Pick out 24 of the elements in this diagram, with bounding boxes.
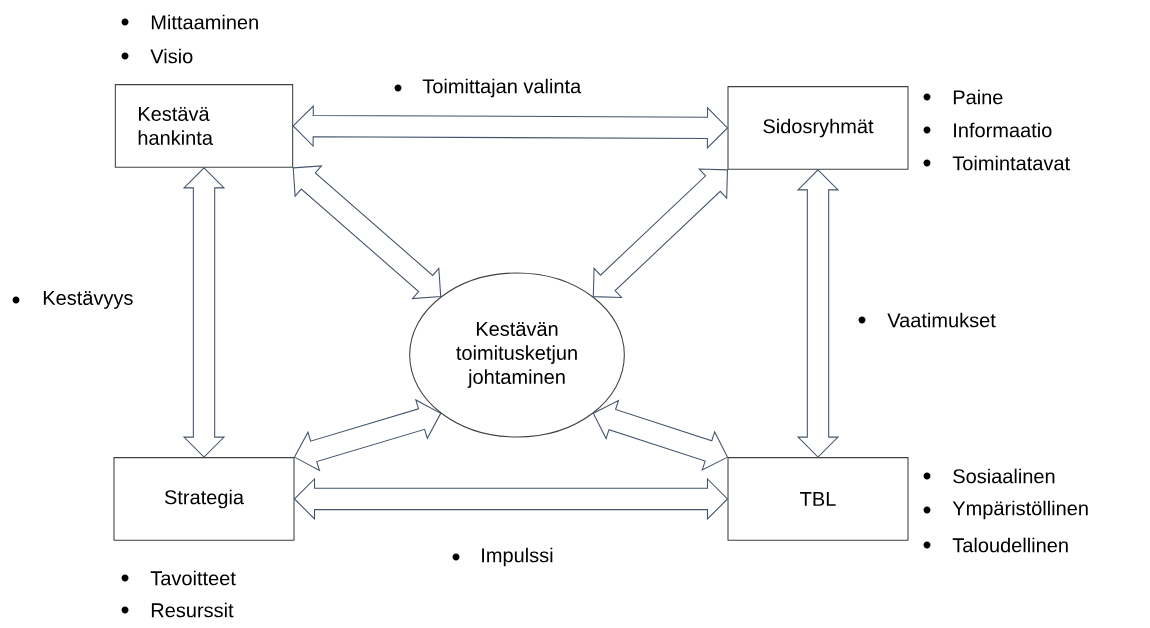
process-box: Sidosryhmät xyxy=(727,86,909,170)
edge-label: Vaatimukset xyxy=(858,312,996,328)
bullet-text: Taloudellinen xyxy=(923,537,1068,553)
edge-label: Impulssi xyxy=(452,547,553,567)
block-arrow xyxy=(182,167,226,458)
bullet-text: Visio xyxy=(121,48,193,64)
process-box: TBL xyxy=(727,457,909,541)
block-arrow xyxy=(292,165,442,300)
bullet-text: Tavoitteet xyxy=(121,570,236,586)
block-arrow xyxy=(592,168,728,298)
bullet-text: Paine xyxy=(923,89,1003,105)
bullet-text: Mittaaminen xyxy=(121,14,258,30)
ellipse-node: Kestävän toimitusketjun johtaminen xyxy=(409,272,625,438)
bullet-text: Toimintatavat xyxy=(923,155,1070,171)
process-box: Strategia xyxy=(113,457,295,541)
bullet-text: Informaatio xyxy=(923,122,1052,138)
edge-label: Kestävyys xyxy=(12,291,133,309)
bullet-text: Resurssit xyxy=(121,602,234,618)
edge-label: Toimittajan valinta xyxy=(394,78,582,98)
block-arrow xyxy=(796,169,840,458)
process-box: Kestävä hankinta xyxy=(114,84,294,168)
block-arrow xyxy=(292,104,729,150)
bullet-text: Ympäristöllinen xyxy=(923,500,1088,520)
bullet-text: Sosiaalinen xyxy=(923,468,1055,484)
